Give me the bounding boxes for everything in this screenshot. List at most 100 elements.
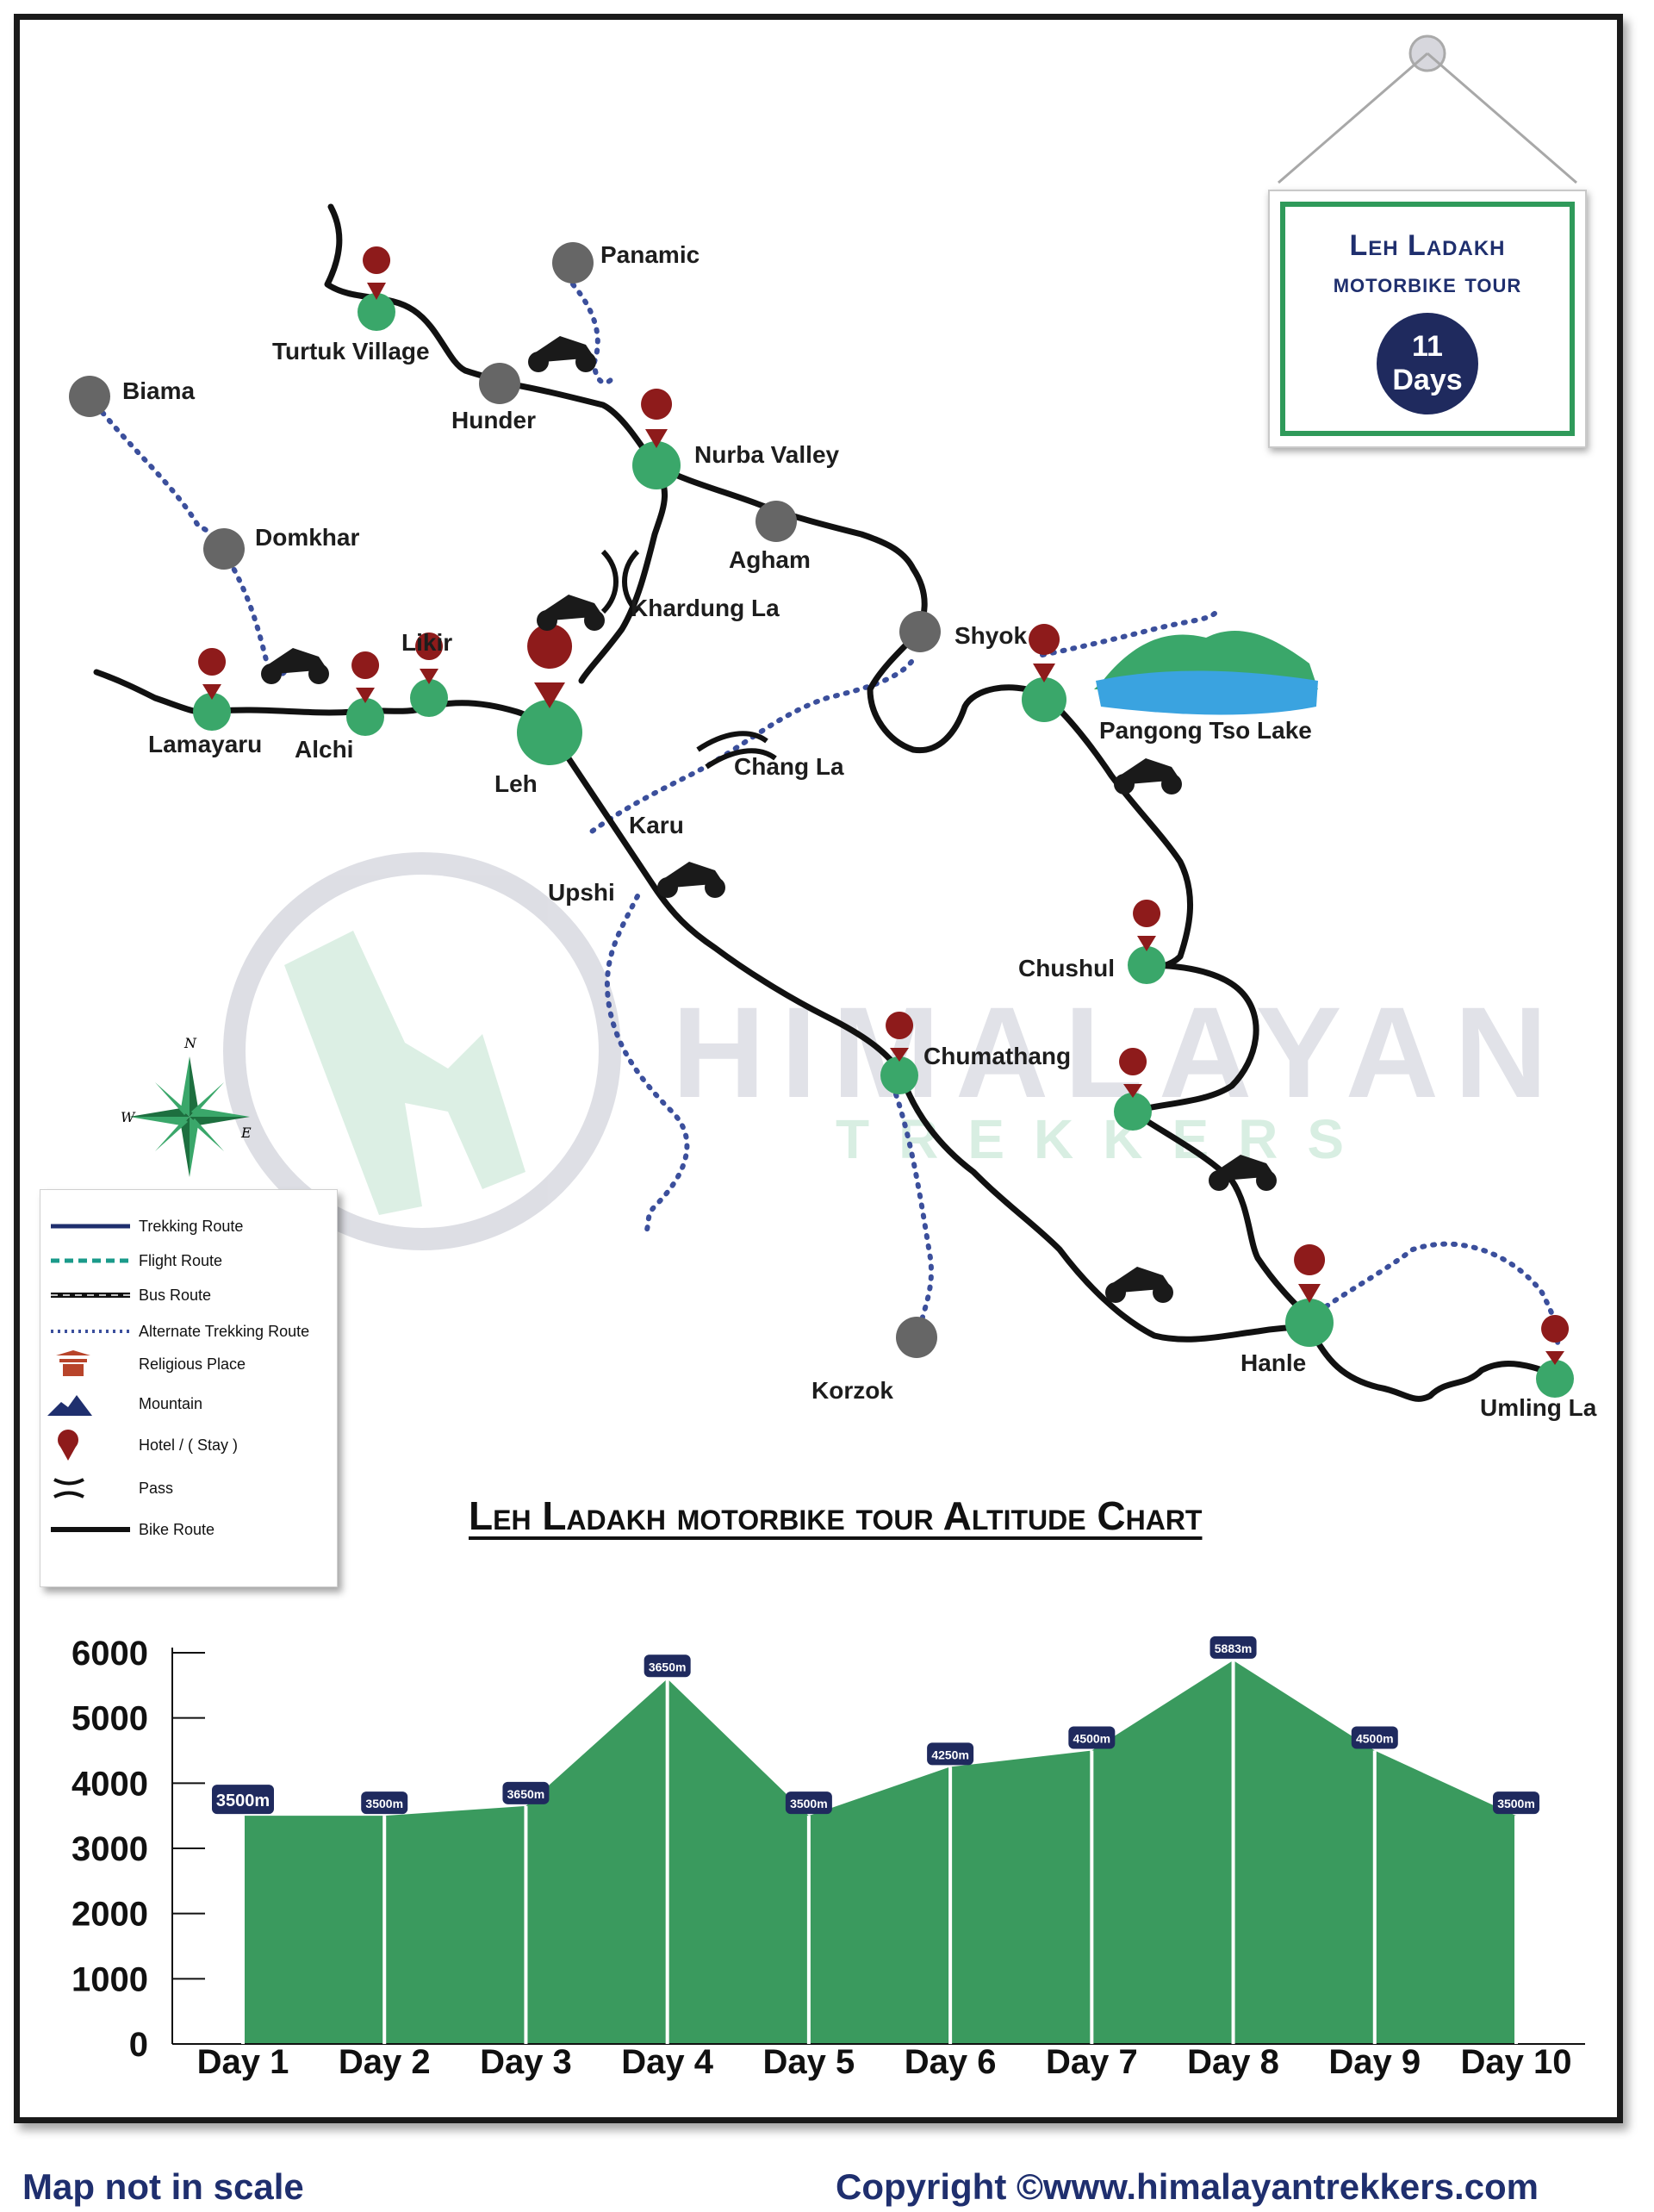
label-karu: Karu — [629, 812, 684, 838]
map-legend: Trekking Route Flight Route Bus Route Al… — [40, 1189, 338, 1587]
altitude-label-badge — [927, 1742, 974, 1766]
legend-item-religious: Religious Place — [40, 1347, 337, 1381]
days-badge: 11 Days — [1377, 313, 1478, 414]
y-tick-label: 6000 — [72, 1635, 148, 1673]
altitude-label-badge — [785, 1791, 832, 1815]
altitude-label-badge — [1209, 1636, 1257, 1659]
label-nurba: Nurba Valley — [694, 441, 840, 468]
label-pangong: Pangong Tso Lake — [1099, 717, 1312, 744]
altitude-label: 3650m — [507, 1787, 545, 1801]
label-khardung: Khardung La — [631, 595, 780, 621]
y-tick-label: 0 — [129, 2026, 148, 2064]
y-tick-label: 1000 — [72, 1960, 148, 1998]
altitude-label-badge — [361, 1791, 408, 1815]
label-domkhar: Domkhar — [255, 524, 360, 551]
legend-item-pass: Pass — [40, 1471, 337, 1505]
legend-label: Trekking Route — [139, 1218, 244, 1235]
x-tick-label: Day 3 — [480, 2043, 572, 2081]
altitude-label-badge — [1068, 1726, 1116, 1749]
town-markers — [69, 242, 941, 1358]
sign-title: Leh Ladakh — [1349, 229, 1506, 262]
trekking-route-line — [51, 1224, 130, 1229]
legend-label: Bus Route — [139, 1287, 212, 1304]
label-leh: Leh — [494, 770, 538, 797]
altitude-area — [243, 1660, 1516, 2044]
label-lamayaru: Lamayaru — [148, 731, 263, 757]
altitude-label: 3500m — [790, 1797, 828, 1810]
pass-icon — [600, 549, 640, 614]
legend-label: Alternate Trekking Route — [139, 1323, 310, 1340]
label-chushul: Chushul — [1018, 955, 1115, 981]
x-tick-label: Day 9 — [1328, 2043, 1421, 2081]
mountain-icon — [47, 1395, 92, 1416]
x-tick-label: Day 2 — [339, 2043, 431, 2081]
altitude-label: 4250m — [931, 1748, 969, 1761]
legend-item-bike: Bike Route — [40, 1512, 337, 1547]
hotel-pin-icon — [58, 1430, 78, 1461]
watermark-logo — [223, 852, 621, 1250]
altitude-label: 4500m — [1073, 1732, 1111, 1746]
label-upshi: Upshi — [548, 879, 615, 906]
x-tick-label: Day 4 — [621, 2043, 713, 2081]
x-tick-label: Day 8 — [1187, 2043, 1279, 2081]
label-turtuk: Turtuk Village — [272, 338, 430, 365]
days-number: 11 — [1412, 329, 1443, 363]
pass-icon — [53, 1478, 84, 1499]
stop-markers — [193, 293, 1574, 1398]
altitude-label: 5883m — [1215, 1642, 1253, 1655]
sign-hanger — [1278, 34, 1577, 184]
altitude-label-badge — [644, 1654, 691, 1678]
bus-route-line — [51, 1293, 130, 1298]
legend-item-alternate: Alternate Trekking Route — [40, 1314, 337, 1349]
legend-label: Religious Place — [139, 1355, 246, 1373]
y-tick-label: 5000 — [72, 1700, 148, 1738]
compass-n: N — [183, 1035, 197, 1051]
legend-label: Mountain — [139, 1395, 203, 1412]
y-tick-label: 2000 — [72, 1896, 148, 1934]
legend-item-trekking: Trekking Route — [40, 1209, 337, 1243]
legend-label: Pass — [139, 1480, 174, 1497]
altitude-label-badge — [502, 1781, 550, 1804]
bike-route-line — [51, 1527, 130, 1532]
y-tick-label: 3000 — [72, 1830, 148, 1868]
label-hanle: Hanle — [1240, 1349, 1307, 1376]
legend-item-bus: Bus Route — [40, 1278, 337, 1312]
label-alchi: Alchi — [295, 736, 354, 763]
sign-subtitle: motorbike tour — [1333, 268, 1522, 298]
legend-label: Hotel / ( Stay ) — [139, 1436, 239, 1454]
legend-label: Flight Route — [139, 1252, 223, 1269]
x-tick-label: Day 7 — [1046, 2043, 1138, 2081]
altitude-label: 3650m — [649, 1660, 687, 1673]
altitude-label: 3500m — [365, 1797, 403, 1810]
compass-w: W — [121, 1109, 136, 1125]
label-likir: Likir — [401, 629, 453, 656]
label-korzok: Korzok — [811, 1377, 893, 1404]
x-tick-label: Day 10 — [1461, 2043, 1572, 2081]
x-tick-label: Day 6 — [905, 2043, 997, 2081]
altitude-label-badge — [212, 1785, 274, 1815]
label-biama: Biama — [122, 377, 196, 404]
altitude-label-badge — [1351, 1726, 1398, 1749]
alternate-trekking-route-line — [51, 1330, 130, 1333]
label-shyok: Shyok — [954, 622, 1028, 649]
temple-icon — [56, 1350, 90, 1376]
flight-route-line — [51, 1258, 130, 1263]
legend-item-flight: Flight Route — [40, 1243, 337, 1278]
chart-title: Leh Ladakh motorbike tour Altitude Chart — [469, 1493, 1203, 1538]
legend-item-hotel: Hotel / ( Stay ) — [40, 1428, 337, 1462]
x-tick-label: Day 5 — [763, 2043, 855, 2081]
lake-illustration — [1094, 630, 1318, 715]
tour-sign: Leh Ladakh motorbike tour 11 Days — [1268, 190, 1587, 448]
days-label: Days — [1392, 364, 1463, 396]
label-hunder: Hunder — [451, 407, 536, 433]
hotel-pin-icons — [198, 246, 1570, 1365]
footer-copyright: Copyright ©www.himalayantrekkers.com — [836, 2166, 1539, 2207]
label-changla: Chang La — [734, 753, 844, 780]
label-chumathang: Chumathang — [923, 1043, 1072, 1069]
altitude-label: 3500m — [216, 1791, 270, 1810]
legend-label: Bike Route — [139, 1521, 215, 1538]
compass-e: E — [240, 1125, 252, 1141]
altitude-label: 3500m — [1497, 1797, 1535, 1810]
